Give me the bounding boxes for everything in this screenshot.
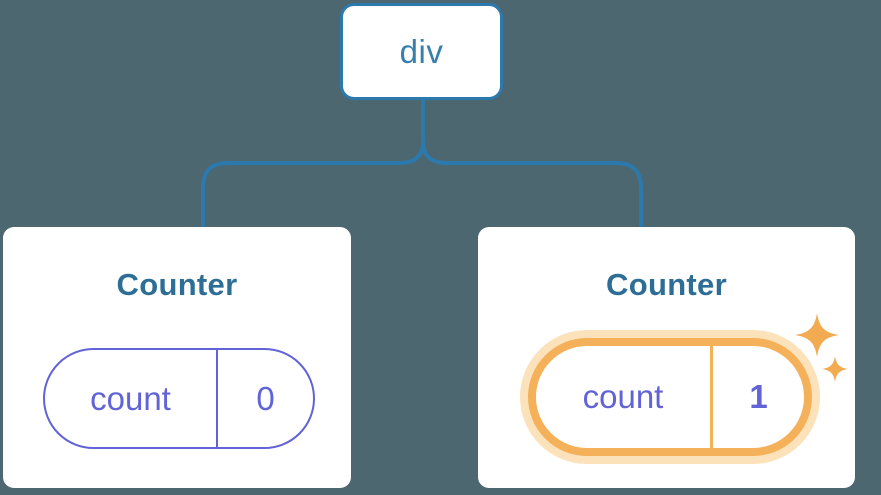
connector-left-branch: [201, 139, 425, 229]
state-pill-left: count 0: [43, 348, 315, 449]
sparkle-icon: [795, 313, 848, 382]
pill-divider-right: [710, 346, 713, 448]
connector-right-branch: [421, 139, 643, 229]
sparkle-icon-small: [822, 356, 848, 382]
root-node-label: div: [399, 32, 444, 70]
state-value-right: 1: [749, 378, 768, 415]
counter-card-left: Counter count 0: [3, 227, 351, 488]
state-value-left: 0: [256, 379, 275, 417]
state-pill-right-highlighted: count 1: [528, 338, 812, 456]
root-node-div: div: [340, 3, 503, 100]
state-key-left: count: [90, 379, 171, 417]
counter-left-title: Counter: [116, 267, 238, 302]
counter-right-title: Counter: [606, 267, 727, 302]
state-key-right: count: [582, 378, 664, 415]
sparkle-icon-large: [795, 313, 839, 357]
counter-card-right: Counter count 1: [478, 227, 855, 488]
pill-divider-left: [216, 350, 218, 447]
